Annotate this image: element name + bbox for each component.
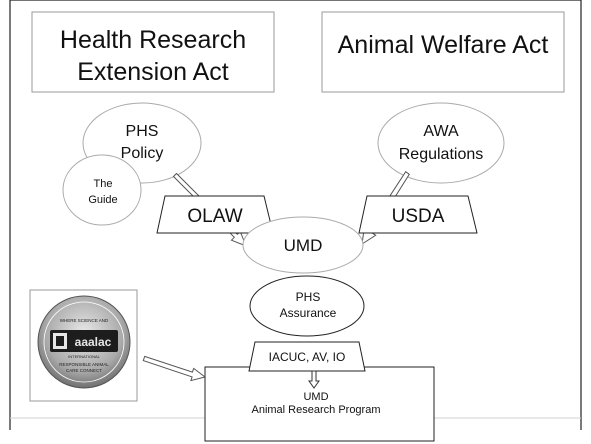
usda-label: USDA	[392, 206, 445, 227]
animal-welfare-act-box: Animal Welfare Act	[321, 11, 565, 93]
olaw-agency-box: OLAW	[156, 195, 274, 234]
aaalac-brand: aaalac	[75, 335, 112, 349]
health-research-extension-act-box: Health Research Extension Act	[31, 11, 275, 93]
umd-ellipse: UMD	[242, 216, 364, 274]
awa-regulations-ellipse: AWA Regulations	[377, 102, 505, 184]
aaalac-sub-text: INTERNATIONAL	[68, 354, 100, 359]
animal-research-program-box: UMD Animal Research Program	[204, 366, 435, 442]
aaalac-bottom-text-1: RESPONSIBLE ANIMAL	[59, 362, 109, 367]
olaw-label: OLAW	[187, 206, 242, 227]
program-line-1: UMD	[303, 391, 328, 403]
phs-assurance-line-1: PHS	[296, 290, 321, 304]
awa-regulations-line-2: Regulations	[399, 146, 484, 163]
aaalac-top-text: WHERE SCIENCE AND	[60, 318, 109, 323]
the-guide-line-2: Guide	[88, 194, 117, 206]
the-guide-line-1: The	[94, 178, 113, 190]
aaalac-logo-frame: aaalac WHERE SCIENCE AND INTERNATIONAL R…	[29, 289, 138, 402]
aaalac-bottom-text-2: CARE CONNECT	[66, 368, 102, 373]
usda-agency-box: USDA	[358, 195, 478, 234]
awa-regulations-line-1: AWA	[423, 123, 459, 140]
phs-assurance-line-2: Assurance	[280, 306, 337, 320]
animal-welfare-act-label: Animal Welfare Act	[338, 31, 549, 59]
iacuc-av-io-box: IACUC, AV, IO	[248, 341, 366, 372]
health-act-line-1: Health Research	[60, 26, 246, 54]
arrow-iacuc-to-program	[308, 370, 320, 389]
the-guide-ellipse: The Guide	[62, 154, 142, 226]
umd-label: UMD	[284, 236, 323, 255]
phs-policy-line-1: PHS	[126, 123, 159, 140]
phs-policy-line-2: Policy	[121, 145, 164, 162]
phs-assurance-ellipse: PHS Assurance	[249, 275, 365, 337]
program-line-2: Animal Research Program	[252, 404, 381, 416]
arrow-aaalac-to-program	[142, 355, 207, 382]
health-act-line-2: Extension Act	[77, 58, 229, 86]
iacuc-label: IACUC, AV, IO	[269, 350, 346, 364]
